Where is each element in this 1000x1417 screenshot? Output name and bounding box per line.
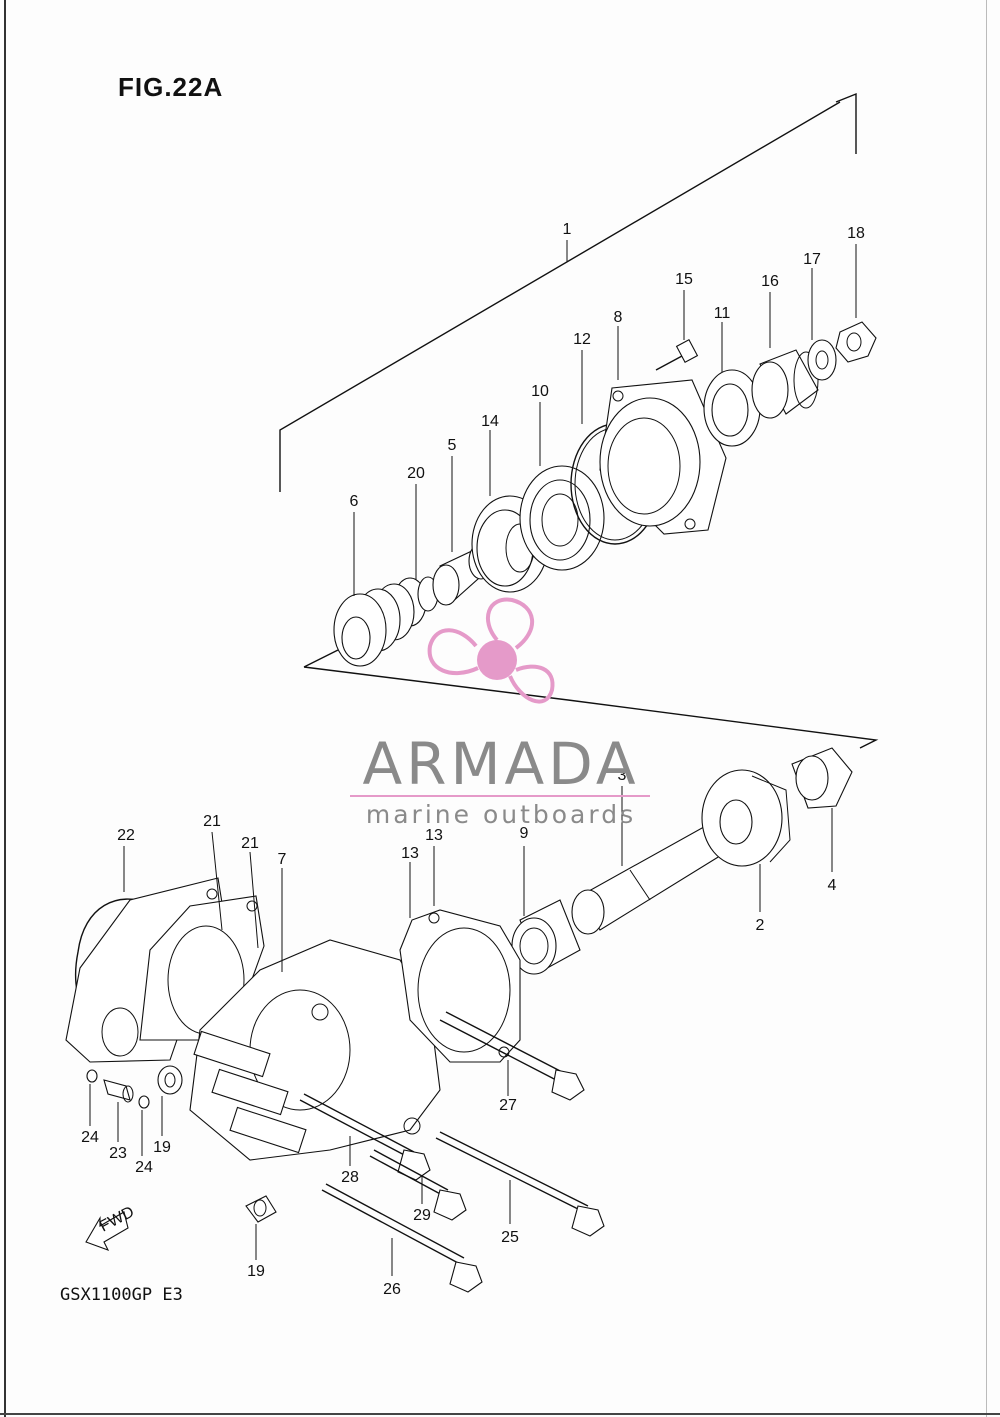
pump-housing-7 <box>189 939 441 1161</box>
nut-18 <box>835 321 877 363</box>
callout-9: 9 <box>520 825 529 842</box>
callout-18: 18 <box>847 225 865 242</box>
watermark-brand-name: ARMADA <box>362 730 640 798</box>
dowel-23 <box>103 1079 134 1103</box>
figure-title: FIG.22A <box>118 72 224 102</box>
washers-24 <box>86 1069 150 1109</box>
callout-17: 17 <box>803 251 821 268</box>
callout-3: 3 <box>618 767 627 784</box>
watermark-divider <box>350 795 650 797</box>
assembly-bracket <box>279 92 879 749</box>
callout-21: 21 <box>241 835 259 852</box>
callout-24: 24 <box>135 1159 153 1176</box>
bolt-15 <box>655 339 699 371</box>
callout-2: 2 <box>756 917 765 934</box>
callout-25: 25 <box>501 1229 519 1246</box>
callout-19: 19 <box>153 1139 171 1156</box>
seal-11 <box>703 369 761 447</box>
callout-4: 4 <box>828 877 837 894</box>
callout-12: 12 <box>573 331 591 348</box>
callout-8: 8 <box>614 309 623 326</box>
callout-21: 21 <box>203 813 221 830</box>
callout-23: 23 <box>109 1145 127 1162</box>
bolt-25 <box>435 1131 605 1237</box>
watermark-tagline: marine outboards <box>365 800 637 829</box>
callout-10: 10 <box>531 383 549 400</box>
callout-27: 27 <box>499 1097 517 1114</box>
callout-24: 24 <box>81 1129 99 1146</box>
bellows-seal-6 <box>333 577 427 667</box>
bolt-27 <box>439 1011 585 1101</box>
callout-11: 11 <box>714 305 731 322</box>
page-bottom-edge <box>0 1413 1000 1415</box>
callout-14: 14 <box>481 413 499 430</box>
bolt-26 <box>321 1183 483 1293</box>
page-right-edge <box>986 0 987 1417</box>
washer-17 <box>807 339 837 381</box>
bolt-29 <box>369 1149 467 1221</box>
grommet-19 <box>157 1065 277 1223</box>
model-code: GSX1100GP E3 <box>60 1285 183 1305</box>
bevel-gear-2 <box>701 769 791 867</box>
callout-22: 22 <box>117 827 135 844</box>
callout-13: 13 <box>425 827 443 844</box>
callout-16: 16 <box>761 273 779 290</box>
callout-15: 15 <box>675 271 693 288</box>
bearing-10 <box>519 465 605 571</box>
coupler-4 <box>791 747 853 809</box>
callout-28: 28 <box>341 1169 359 1186</box>
callout-13: 13 <box>401 845 419 862</box>
callout-1: 1 <box>563 221 572 238</box>
callout-29: 29 <box>413 1207 431 1224</box>
callout-5: 5 <box>448 437 457 454</box>
bolt-28 <box>299 1093 431 1181</box>
watermark-propeller-icon <box>427 597 555 704</box>
page-left-edge <box>4 0 6 1417</box>
callout-20: 20 <box>407 465 425 482</box>
callout-19: 19 <box>247 1263 265 1280</box>
bearing-16 <box>751 349 819 419</box>
callout-6: 6 <box>350 493 359 510</box>
callout-26: 26 <box>383 1281 401 1298</box>
leader-lines <box>89 244 857 1276</box>
gasket-13 <box>399 909 521 1063</box>
bearing-9 <box>511 899 581 975</box>
callout-7: 7 <box>278 851 287 868</box>
fwd-arrow: FWD <box>85 1203 137 1251</box>
bearing-case-8 <box>599 379 727 535</box>
